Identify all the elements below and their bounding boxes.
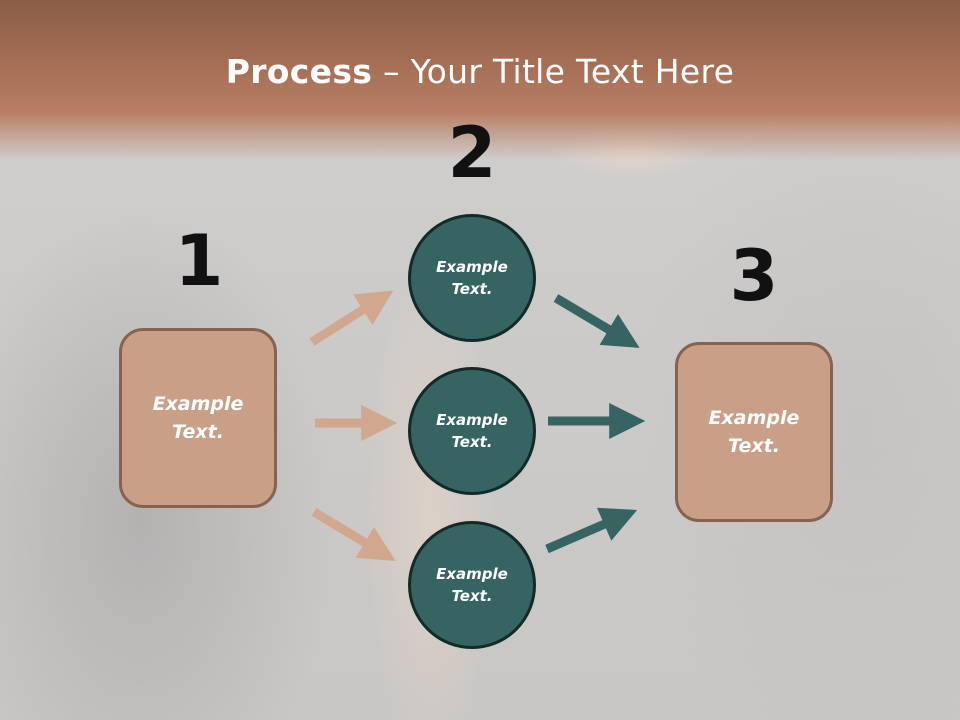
title-bar [0, 0, 960, 160]
arrow-from-circle-3 [545, 507, 638, 554]
step-number-3: 3 [729, 235, 779, 317]
step-2-circle-3: Example Text. [408, 521, 536, 649]
title-rest: – Your Title Text Here [372, 52, 735, 91]
step-1-text: Example Text. [152, 392, 244, 444]
title-bold: Process [225, 52, 373, 91]
step-3-box: Example Text. [675, 342, 833, 522]
step-3-text: Example Text. [708, 406, 800, 458]
circle-2-text: Example Text. [436, 410, 508, 452]
circle-3-text: Example Text. [436, 564, 508, 606]
step-number-1: 1 [174, 220, 224, 302]
step-2-circle-2: Example Text. [408, 367, 536, 495]
arrow-to-circle-3 [311, 508, 396, 561]
step-number-2: 2 [447, 112, 497, 194]
arrow-from-circle-1 [553, 294, 640, 348]
arrow-to-circle-1 [309, 290, 394, 346]
step-1-box: Example Text. [119, 328, 277, 508]
circle-1-text: Example Text. [436, 257, 508, 299]
slide-title: Process – Your Title Text Here [0, 52, 960, 91]
step-2-circle-1: Example Text. [408, 214, 536, 342]
